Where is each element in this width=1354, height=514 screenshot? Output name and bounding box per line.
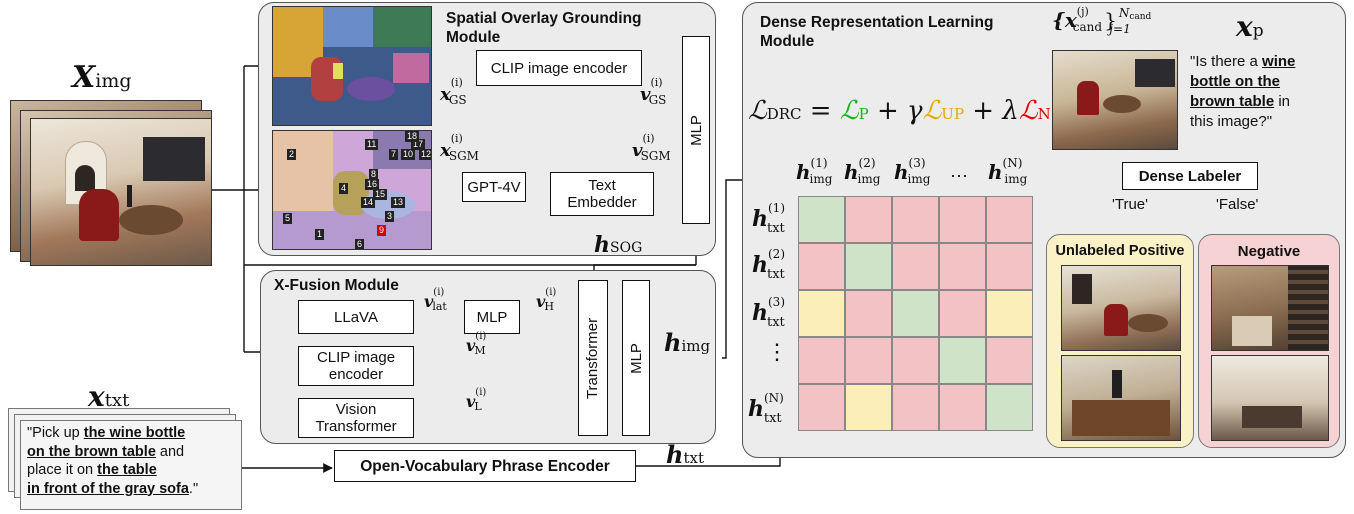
matrix-cell-neg [845, 290, 892, 337]
candidate-image [1052, 50, 1178, 150]
matrix-cell-neg [798, 337, 845, 384]
row-header-n: h(N)txt [748, 391, 784, 426]
x-sgm-label: x(i)SGM [440, 132, 479, 163]
overlay-image [272, 6, 432, 126]
dense-labeler-box: Dense Labeler [1122, 162, 1258, 190]
xfusion-module-title: X-Fusion Module [274, 277, 399, 294]
v-h-label: v(i)H [536, 287, 557, 313]
v-m-label: v(i)M [466, 331, 487, 357]
col-header-3: h(3)img [894, 156, 931, 186]
col-header-1: h(1)img [796, 156, 833, 186]
negative-image-2 [1211, 355, 1329, 441]
matrix-cell-neg [892, 337, 939, 384]
matrix-cell-neg [798, 243, 845, 290]
matrix-cell-neg [892, 384, 939, 431]
v-sgm-label: v(i)SGM [632, 132, 671, 163]
matrix-cell-pos [892, 290, 939, 337]
matrix-cell-neg [939, 196, 986, 243]
x-txt-symbol: xtxt [88, 380, 130, 413]
similarity-matrix [798, 196, 1034, 432]
matrix-cell-neg [892, 196, 939, 243]
input-room-image [30, 118, 212, 266]
v-l-label: v(i)L [466, 387, 487, 413]
matrix-cell-pos [986, 384, 1033, 431]
matrix-cell-pos [845, 243, 892, 290]
col-header-ellipsis: ⋯ [950, 166, 968, 187]
gpt4v-box: GPT-4V [462, 172, 526, 202]
unlabeled-positive-image-1 [1061, 265, 1181, 351]
set-of-mark-image: 2 5 1 4 6 3 9 13 14 15 16 8 7 11 10 12 1… [272, 130, 432, 250]
col-header-2: h(2)img [844, 156, 881, 186]
xfusion-mlp2-box: MLP [622, 280, 650, 436]
x-img-symbol: Ximg [72, 60, 132, 95]
h-sog-label: hSOG [594, 232, 643, 258]
question-text: "Is there a wine bottle on the brown tab… [1190, 53, 1296, 130]
x-p-label: xp [1236, 10, 1264, 43]
false-label: 'False' [1216, 196, 1259, 213]
matrix-cell-neg [986, 243, 1033, 290]
loss-equation: ℒDRC = ℒP + γℒUP + λℒN [748, 96, 1051, 126]
instruction-text: "Pick up the wine bottle on the brown ta… [27, 425, 199, 497]
matrix-cell-neg [939, 290, 986, 337]
col-header-n: h(N)img [988, 156, 1028, 186]
row-header-3: h(3)txt [752, 295, 785, 330]
unlabeled-positive-image-2 [1061, 355, 1181, 441]
matrix-cell-neg [939, 384, 986, 431]
matrix-cell-neg [798, 384, 845, 431]
phrase-encoder-box: Open-Vocabulary Phrase Encoder [334, 450, 636, 482]
candidate-set-label: {x(j)cand}Ncandj=1 [1052, 5, 1152, 36]
matrix-cell-up [798, 290, 845, 337]
matrix-cell-neg [845, 337, 892, 384]
v-lat-label: v(i)lat [424, 287, 447, 313]
sog-mlp-box: MLP [682, 36, 710, 224]
clip-image-encoder-box: CLIP image encoder [476, 50, 642, 86]
xfusion-mlp1-box: MLP [464, 300, 520, 334]
true-label: 'True' [1112, 196, 1149, 213]
matrix-cell-neg [892, 243, 939, 290]
matrix-cell-up [845, 384, 892, 431]
unlabeled-positive-title: Unlabeled Positive [1055, 243, 1185, 259]
matrix-cell-neg [939, 243, 986, 290]
row-header-2: h(2)txt [752, 247, 785, 282]
row-header-ellipsis: ⋮ [766, 340, 788, 365]
negative-panel: Negative [1198, 234, 1340, 448]
negative-title: Negative [1237, 243, 1301, 260]
transformer-box: Transformer [578, 280, 608, 436]
matrix-cell-neg [986, 196, 1033, 243]
llava-box: LLaVA [298, 300, 414, 334]
matrix-cell-neg [986, 337, 1033, 384]
row-header-1: h(1)txt [752, 201, 785, 236]
x-gs-label: x(i)GS [440, 76, 467, 107]
matrix-cell-pos [798, 196, 845, 243]
matrix-cell-neg [845, 196, 892, 243]
matrix-cell-pos [939, 337, 986, 384]
h-img-label: himg [664, 328, 711, 357]
instruction-card: "Pick up the wine bottle on the brown ta… [20, 420, 242, 510]
v-gs-label: v(i)GS [640, 76, 667, 107]
h-txt-label: htxt [666, 440, 704, 469]
matrix-cell-up [986, 290, 1033, 337]
unlabeled-positive-panel: Unlabeled Positive [1046, 234, 1194, 448]
negative-image-1 [1211, 265, 1329, 351]
